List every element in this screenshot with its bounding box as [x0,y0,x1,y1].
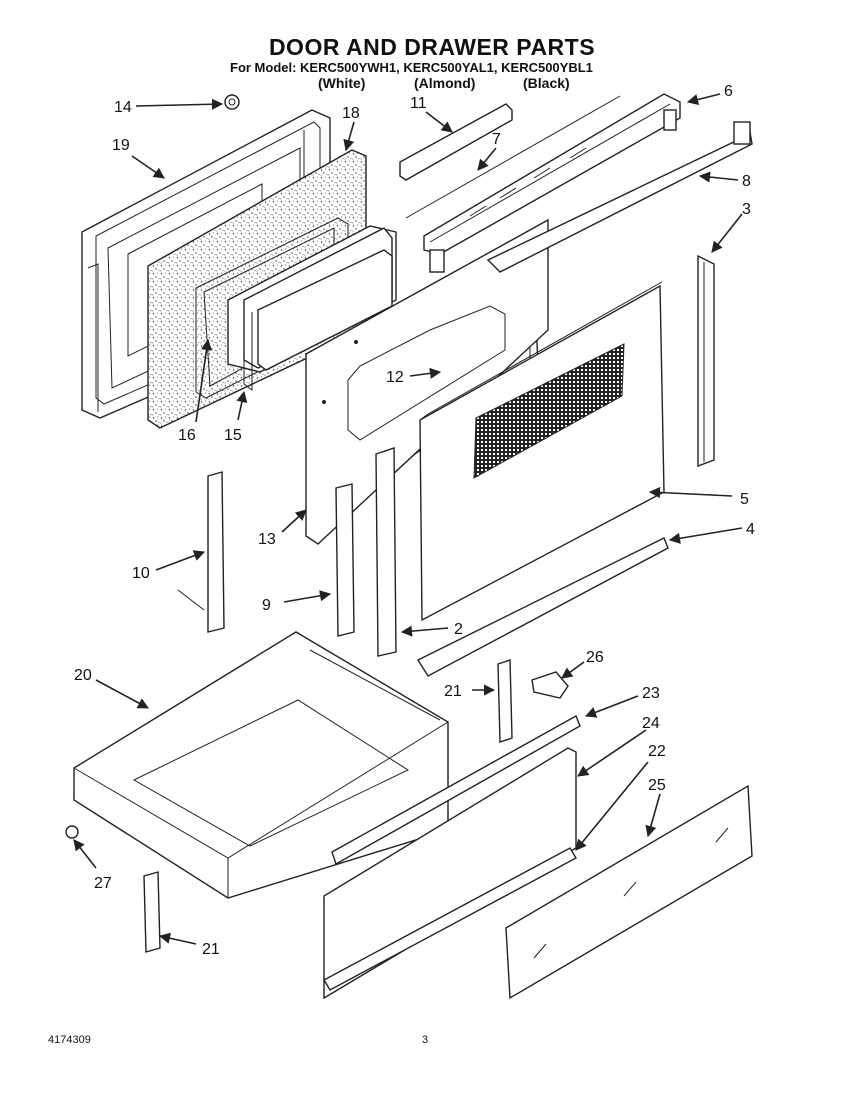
callout-4: 4 [746,521,755,538]
callout-22: 22 [648,743,666,760]
hinge-10 [177,471,225,633]
door-top-channel-6 [405,93,681,273]
variant-white: (White) [318,75,366,91]
variant-almond: (Almond) [414,75,476,91]
callout-7: 7 [492,131,501,148]
callout-9: 9 [262,597,271,614]
right-side-trim-3 [697,254,715,468]
callout-23: 23 [642,685,660,702]
callout-19: 19 [112,137,130,154]
callout-14: 14 [114,99,132,116]
door-glass-pack-15 [227,225,397,391]
callout-25: 25 [648,777,666,794]
callout-labels: 14 19 18 11 7 6 8 3 12 16 15 5 4 13 10 9… [74,83,755,958]
bottom-rail-4 [416,537,669,677]
callout-6: 6 [724,83,733,100]
drawer-front-assembly [323,715,581,1000]
callout-16: 16 [178,427,196,444]
drawer-slide-21-upper [497,659,513,743]
callout-26: 26 [586,649,604,666]
callout-13: 13 [258,531,276,548]
drawer-slide-21-lower [143,871,161,953]
callout-18: 18 [342,105,360,122]
handle-8 [486,121,753,273]
left-trim-2 [375,447,397,657]
hinge-block-11 [399,103,513,181]
callout-27: 27 [94,875,112,892]
callout-24: 24 [642,715,660,732]
drawer-glass-25 [505,784,753,1000]
leader-lines [73,93,743,945]
callout-12: 12 [386,369,404,386]
callout-8: 8 [742,173,751,190]
callout-11: 11 [410,95,427,112]
callout-15: 15 [224,427,242,444]
trim-strip-9 [335,483,355,637]
callout-21-lower: 21 [202,941,220,958]
callout-10: 10 [132,565,150,582]
callout-2: 2 [454,621,463,638]
page-title: DOOR AND DRAWER PARTS [268,34,596,60]
callout-21-upper: 21 [444,683,462,700]
knob-26 [531,671,569,699]
variant-black: (Black) [523,75,570,91]
foot-27 [65,825,79,839]
bumper-14 [224,94,240,110]
page-number: 3 [422,1034,429,1046]
doc-number: 4174309 [48,1034,91,1046]
callout-3: 3 [742,201,751,218]
callout-20: 20 [74,667,92,684]
model-line: For Model: KERC500YWH1, KERC500YAL1, KER… [230,60,593,75]
callout-5: 5 [740,491,749,508]
